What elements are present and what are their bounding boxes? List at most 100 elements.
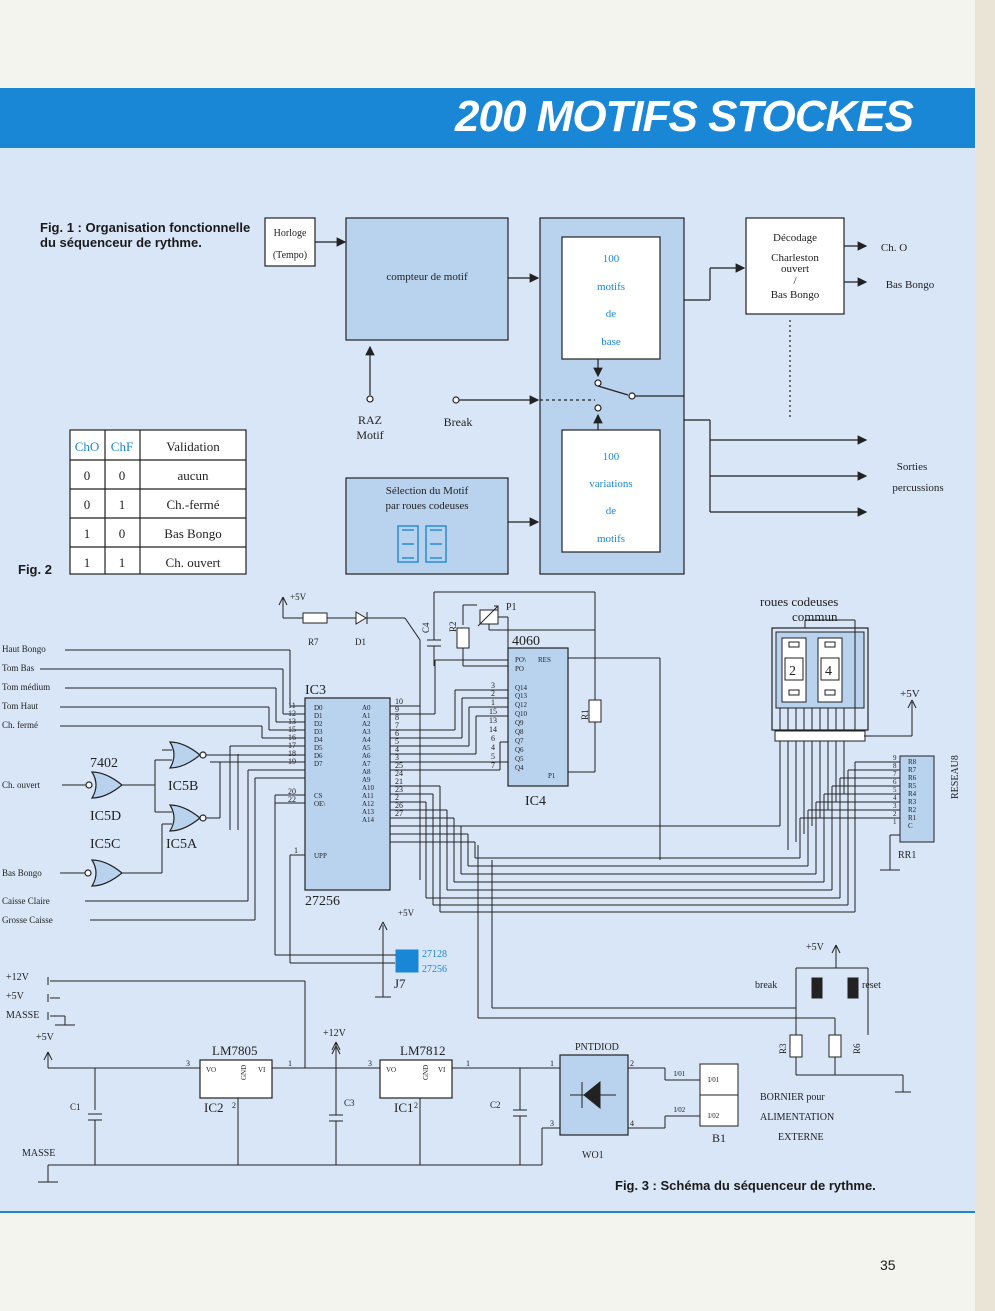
ic3-rpin-11: 23 (395, 785, 403, 794)
ic3-rpin-6: 4 (395, 745, 399, 754)
c3-label: C3 (344, 1098, 355, 1108)
bornier-line-1: ALIMENTATION (760, 1112, 834, 1123)
ic3-pin-d1: D1 (314, 712, 323, 720)
ic4-q13: Q13 (515, 692, 528, 700)
j7-option-b: 27256 (422, 964, 447, 975)
reseau-pin-6: R2 (908, 806, 917, 814)
reseau-pin-7: R1 (908, 814, 917, 822)
var-line-1: variations (589, 478, 632, 490)
bornier-line-0: BORNIER pour (760, 1092, 825, 1103)
decodage-line-1: Charleston (771, 252, 819, 264)
i02-term: I/02 (708, 1112, 720, 1120)
ic5a-label: IC5A (166, 837, 198, 852)
horloge-label: Horloge (274, 228, 307, 239)
switch-plus5v: +5V (806, 942, 825, 953)
rail-plus12v: +12V (6, 972, 30, 983)
ic3-lpin-7: 19 (288, 757, 296, 766)
pntdiod-label: PNTDIOD (575, 1042, 619, 1053)
reseau-pin-3: R5 (908, 782, 917, 790)
ic4-pnum-3: 15 (489, 707, 497, 716)
banner-title: 200 MOTIFS STOCKES (455, 92, 914, 141)
ic3-pin-d4: D4 (314, 736, 323, 744)
p1-label: P1 (506, 602, 517, 613)
lm7812-pin2: 2 (414, 1101, 418, 1110)
ic4-res: RES (538, 656, 551, 664)
ic3-lpin-10: 1 (294, 846, 298, 855)
ic4-q12: Q12 (515, 701, 528, 709)
c4-label: C4 (421, 622, 431, 633)
input-label-0: Haut Bongo (2, 644, 46, 654)
var-line-0: 100 (603, 451, 620, 463)
reg-plus12v: +12V (323, 1028, 347, 1039)
fig2-label: Fig. 2 (18, 562, 52, 577)
ic3-pin-a3: A3 (362, 728, 371, 736)
ic3-rpin-5: 5 (395, 737, 399, 746)
ic4-pnum-7: 4 (491, 743, 495, 752)
ic4-q8: Q8 (515, 728, 524, 736)
base-box (561, 236, 661, 360)
var-line-3: motifs (597, 533, 625, 545)
fig1-caption: Fig. 1 : Organisation fonctionnelle du s… (40, 220, 251, 250)
fig2-r3-c1: 1 (119, 555, 126, 570)
gate-ic5c (90, 859, 123, 887)
j7-jumper (395, 949, 419, 973)
fig2-r1-c0: 0 (84, 497, 91, 512)
base-line-2: de (606, 308, 617, 320)
out-cho: Ch. O (881, 242, 907, 254)
ic1-label: IC1 (394, 1100, 414, 1115)
ic3-pin-a1: A1 (362, 712, 371, 720)
ic3-rpin-3: 7 (395, 721, 399, 730)
reseau-pin-0: R8 (908, 758, 917, 766)
j7-label: J7 (394, 976, 406, 991)
i02-wire: I/02 (674, 1106, 686, 1114)
ic3-pin-a13: A13 (362, 808, 375, 816)
input-label-3: Tom Haut (2, 701, 39, 711)
var-line-2: de (606, 505, 617, 517)
ic3-pin-a2: A2 (362, 720, 371, 728)
ic4-pnum-6: 6 (491, 734, 495, 743)
figures-svg: Horloge (Tempo) compteur de motif RAZ Mo… (2, 217, 961, 1183)
i01-term: I/01 (708, 1076, 720, 1084)
d1-label: D1 (355, 637, 366, 647)
reseau-pin-4: R4 (908, 790, 917, 798)
ic3-rpin-10: 21 (395, 777, 403, 786)
lm7812-pin1: 1 (466, 1059, 470, 1068)
bridge-pin2: 2 (630, 1059, 634, 1068)
bridge-pin4: 4 (630, 1119, 634, 1128)
ic3-lpin-9: 22 (288, 795, 296, 804)
fig3-caption: Fig. 3 : Schéma du séquenceur de rythme. (615, 1178, 876, 1193)
ic3-pin-d6: D6 (314, 752, 323, 760)
ic3-pin-a14: A14 (362, 816, 375, 824)
reseau-pin-8: C (908, 822, 913, 830)
motif-label: Motif (356, 428, 383, 442)
ic3-rpin-0: 10 (395, 697, 403, 706)
ic3-pin-d0: D0 (314, 704, 323, 712)
r3-label: R3 (778, 1043, 788, 1054)
reseau-num-8: 1 (893, 818, 897, 826)
ic3-rpin-2: 8 (395, 713, 399, 722)
fig3-schematic (38, 591, 935, 1183)
lm7812-gnd: GND (422, 1065, 430, 1080)
ic3-lpin-6: 18 (288, 749, 296, 758)
gate-ic5a (168, 804, 201, 832)
ic4-q5: Q5 (515, 755, 524, 763)
r1-label: R1 (580, 709, 590, 720)
commun-label: commun (792, 609, 838, 624)
ic4-po-inv: PO\ (515, 656, 526, 664)
ic3-rpin-9: 24 (395, 769, 403, 778)
ic3-pin-d7: D7 (314, 760, 323, 768)
lm7805-box (199, 1059, 273, 1099)
ic3-lpin-4: 16 (288, 733, 296, 742)
ic3-pin-a9: A9 (362, 776, 371, 784)
lm7805-gnd: GND (240, 1065, 248, 1080)
bridge-pin1: 1 (550, 1059, 554, 1068)
ic3-pin-a7: A7 (362, 760, 371, 768)
gate-7402: 7402 (90, 756, 118, 771)
ic4-q10: Q10 (515, 710, 528, 718)
ic3-pin-a5: A5 (362, 744, 371, 752)
fig2-r2-c0: 1 (84, 526, 91, 541)
ic3-rpin-8: 25 (395, 761, 403, 770)
decodage-line-0: Décodage (773, 232, 817, 244)
ic3-pin-a11: A11 (362, 792, 374, 800)
ic3-part: 27256 (305, 894, 340, 909)
